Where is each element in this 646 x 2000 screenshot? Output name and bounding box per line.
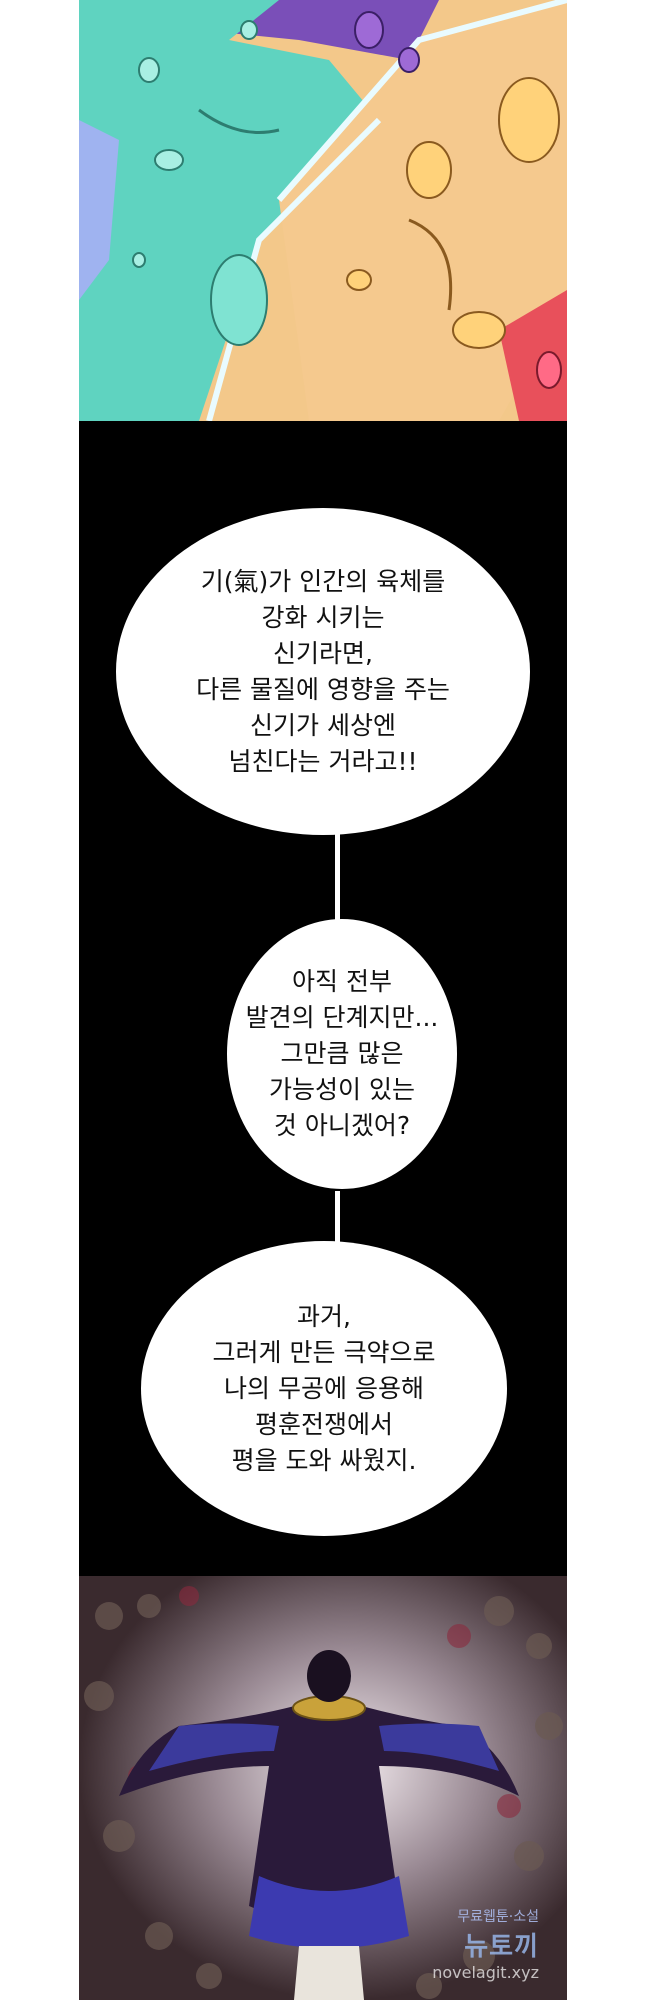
watermark: 무료웹툰·소설 뉴토끼 novelagit.xyz <box>432 1906 539 1982</box>
bottom-art-panel: 무료웹툰·소설 뉴토끼 novelagit.xyz <box>79 1576 567 2000</box>
watermark-top: 무료웹툰·소설 <box>457 1909 539 1925</box>
bubble-connector <box>335 821 340 951</box>
liquid-droplets-illustration <box>79 0 567 421</box>
speech-bubble-3: 과거, 그러게 만든 극약으로 나의 무공에 응용해 평훈전쟁에서 평을 도와 … <box>141 1241 507 1536</box>
robed-figure-illustration <box>79 1576 567 2000</box>
speech-bubble-text: 기(氣)가 인간의 육체를 강화 시키는 신기라면, 다른 물질에 영향을 주는… <box>196 566 450 776</box>
speech-bubble-text: 과거, 그러게 만든 극약으로 나의 무공에 응용해 평훈전쟁에서 평을 도와 … <box>212 1301 436 1475</box>
top-art-panel <box>79 0 567 421</box>
bubble-connector <box>335 1191 340 1281</box>
speech-bubble-2: 아직 전부 발견의 단계지만... 그만큼 많은 가능성이 있는 것 아니겠어? <box>227 919 457 1189</box>
speech-bubble-1: 기(氣)가 인간의 육체를 강화 시키는 신기라면, 다른 물질에 영향을 주는… <box>116 508 530 835</box>
speech-bubble-text: 아직 전부 발견의 단계지만... 그만큼 많은 가능성이 있는 것 아니겠어? <box>245 967 439 1140</box>
watermark-logo: 뉴토끼 <box>464 1932 539 1962</box>
watermark-url: novelagit.xyz <box>432 1963 539 1982</box>
dark-dialog-panel: 기(氣)가 인간의 육체를 강화 시키는 신기라면, 다른 물질에 영향을 주는… <box>79 421 567 1576</box>
